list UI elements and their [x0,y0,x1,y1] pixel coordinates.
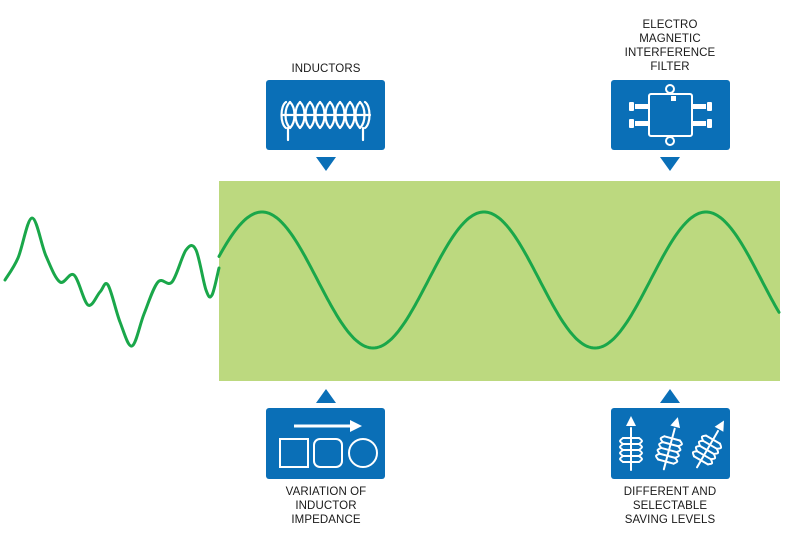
inductor-coil-icon [280,100,372,142]
impedance-icon-box [266,408,385,479]
label-line: FILTER [650,61,690,73]
label-line: VARIATION OF [285,486,367,498]
label-impedance: VARIATION OF INDUCTOR IMPEDANCE [256,485,396,527]
label-line: SAVING LEVELS [624,514,716,526]
label-line: INDUCTOR [295,500,357,512]
arrow-down-inductors [316,157,336,171]
arrow-up-saving-levels [660,389,680,403]
selectable-coils-icon [619,416,724,471]
label-line: INTERFERENCE [624,47,716,59]
filtered-band [219,181,780,381]
label-saving-levels: DIFFERENT AND SELECTABLE SAVING LEVELS [600,485,740,527]
arrow-up-impedance [316,389,336,403]
label-line: ELECTRO [642,19,698,31]
saving-levels-icon-box [611,408,730,479]
label-line: MAGNETIC [639,33,701,45]
label-emi-filter: ELECTRO MAGNETIC INTERFERENCE FILTER [600,18,740,74]
emi-filter-icon-box [611,80,730,150]
noisy-input-wave [3,216,221,348]
clean-output-wave [217,210,781,350]
label-line: INDUCTORS [291,63,361,75]
label-inductors: INDUCTORS [266,62,386,76]
label-line: DIFFERENT AND [623,486,717,498]
label-line: SELECTABLE [632,500,708,512]
shapes-transition-icon [279,420,378,468]
arrow-down-emi-filter [660,157,680,171]
emi-filter-icon [629,84,712,146]
inductors-icon-box [266,80,385,150]
label-line: IMPEDANCE [291,514,361,526]
